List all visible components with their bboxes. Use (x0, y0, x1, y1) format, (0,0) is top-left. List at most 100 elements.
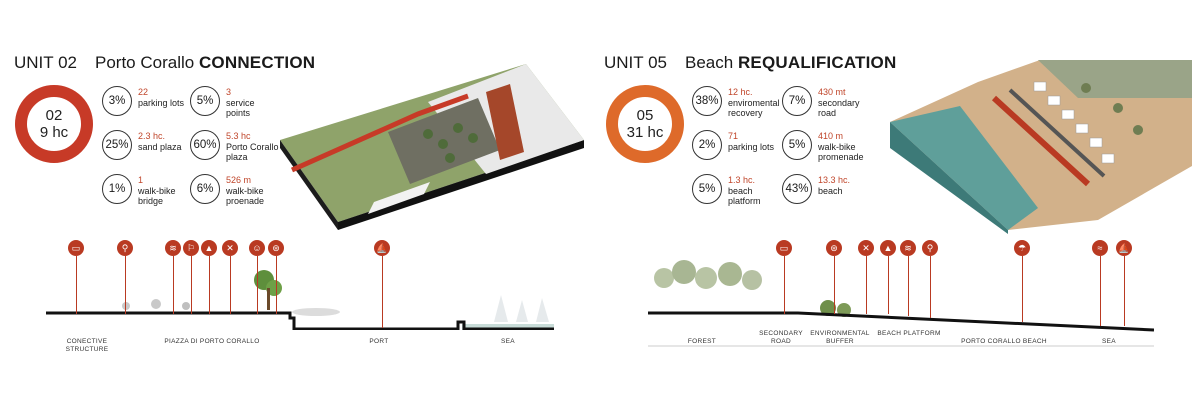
stat-value: 3 (226, 87, 232, 97)
bus-icon: ▭ (68, 240, 84, 256)
unit-05-title-bold: REQUALIFICATION (737, 53, 897, 72)
ground-line (46, 311, 554, 330)
stat-label: walk-bike promenade (818, 141, 864, 163)
stat-value: 1 (138, 175, 144, 185)
stat-label: sand plaza (138, 141, 182, 152)
sail-boat (516, 300, 528, 322)
buffer-shrub (837, 303, 851, 317)
model-side-left (280, 140, 338, 230)
sport-icon: ✕ (222, 240, 238, 256)
stat-percent: 1% (102, 174, 132, 204)
tree (1133, 125, 1143, 135)
tree (453, 123, 463, 133)
swimming-icon: ≈ (1092, 240, 1108, 256)
forest-tree (672, 260, 696, 284)
bike-icon: ⚲ (922, 240, 938, 256)
stroller-icon: ⊛ (826, 240, 842, 256)
unit-02-label: UNIT 02 (14, 53, 77, 72)
stat-label: enviromental recovery (728, 97, 780, 119)
sea-water (462, 324, 554, 330)
unit-05-section: ▭ ⊛ ✕ ▲ ≋ ⚲ ☂ ≈ ⛵ FOREST SECONDARY ROAD … (648, 240, 1154, 347)
stat-label: beach (818, 185, 843, 196)
forest-tree (695, 267, 717, 289)
unit-02-axonometric-model (280, 64, 584, 230)
unit-02-area-ring: 02 9 hc (15, 85, 93, 163)
stat-value: 2.3 hc. (138, 131, 166, 141)
stat-percent: 3% (102, 86, 132, 116)
zone-environmental-buffer: ENVIRONMENTAL BUFFER (810, 330, 870, 345)
beach-cabin (1089, 137, 1103, 148)
stat-label: parking lots (728, 141, 775, 152)
unit-05-ring-area: 31 hc (626, 124, 664, 141)
unit-05-title-prefix: Beach (685, 53, 734, 72)
stat-value: 430 mt (818, 87, 846, 97)
stat-percent: 38% (692, 86, 722, 116)
tree-trunk (267, 288, 270, 310)
stat-label: walk-bike proenade (226, 185, 265, 207)
beach-cabin (1075, 123, 1089, 134)
stat-label: Porto Corallo plaza (226, 141, 279, 163)
tree (151, 299, 161, 309)
tree (438, 139, 448, 149)
umbrella-icon: ☂ (1014, 240, 1030, 256)
forest-tree (654, 268, 674, 288)
tree (1113, 103, 1123, 113)
stat-enviromental-recovery: 38% 12 hc.enviromental recovery (692, 86, 788, 119)
zone-port: PORT (369, 338, 389, 345)
promenade-path (290, 93, 469, 173)
restroom-icon: ⚐ (183, 240, 199, 256)
wifi-icon: ≋ (900, 240, 916, 256)
boat (292, 308, 340, 316)
beach-cabin (1061, 109, 1075, 120)
stat-percent: 5% (190, 86, 220, 116)
bike-icon: ⚲ (117, 240, 133, 256)
beach-cabin (1033, 81, 1047, 92)
stat-label: walk-bike bridge (138, 185, 176, 207)
tree (1081, 83, 1091, 93)
family-icon: ☺ (249, 240, 265, 256)
sea-edge (890, 122, 1008, 234)
stat-label: service points (226, 97, 255, 119)
stat-percent: 2% (692, 130, 722, 160)
tree (468, 133, 478, 143)
stat-beach: 43% 13.3 hc.beach (782, 174, 850, 204)
unit-02-title-bold: CONNECTION (198, 53, 316, 72)
stat-percent: 60% (190, 130, 220, 160)
port-building-row (486, 84, 524, 160)
stroller-icon: ⊛ (268, 240, 284, 256)
stat-percent: 7% (782, 86, 812, 116)
stat-value: 1.3 hc. (728, 175, 756, 185)
tree (445, 153, 455, 163)
stat-percent: 25% (102, 130, 132, 160)
stat-label: parking lots (138, 97, 185, 108)
stat-percent: 5% (692, 174, 722, 204)
tree (122, 302, 130, 310)
promenade-path (991, 95, 1091, 187)
stat-label: secondary road (818, 97, 860, 119)
tree (182, 302, 190, 310)
stat-beach-platform: 5% 1.3 hc.beach platform (692, 174, 772, 207)
zone-conective-structure: CONECTIVE STRUCTURE (65, 338, 109, 353)
ground-line (648, 311, 1154, 332)
unit-02-title-prefix: Porto Corallo (95, 53, 195, 72)
stat-percent: 5% (782, 130, 812, 160)
sailing-icon: ⛵ (1116, 240, 1132, 256)
port-buildings (368, 182, 430, 214)
stat-label: beach platform (728, 185, 761, 207)
stat-value: 22 (138, 87, 149, 97)
zone-sea: SEA (501, 338, 515, 345)
light-icon: ▲ (201, 240, 217, 256)
forest-tree (718, 262, 742, 286)
stat-value: 410 m (818, 131, 844, 141)
stat-value: 13.3 hc. (818, 175, 851, 185)
beach-cabin (1101, 153, 1115, 164)
zone-sea: SEA (1102, 338, 1116, 345)
zone-secondary-road: SECONDARY ROAD (759, 330, 803, 345)
